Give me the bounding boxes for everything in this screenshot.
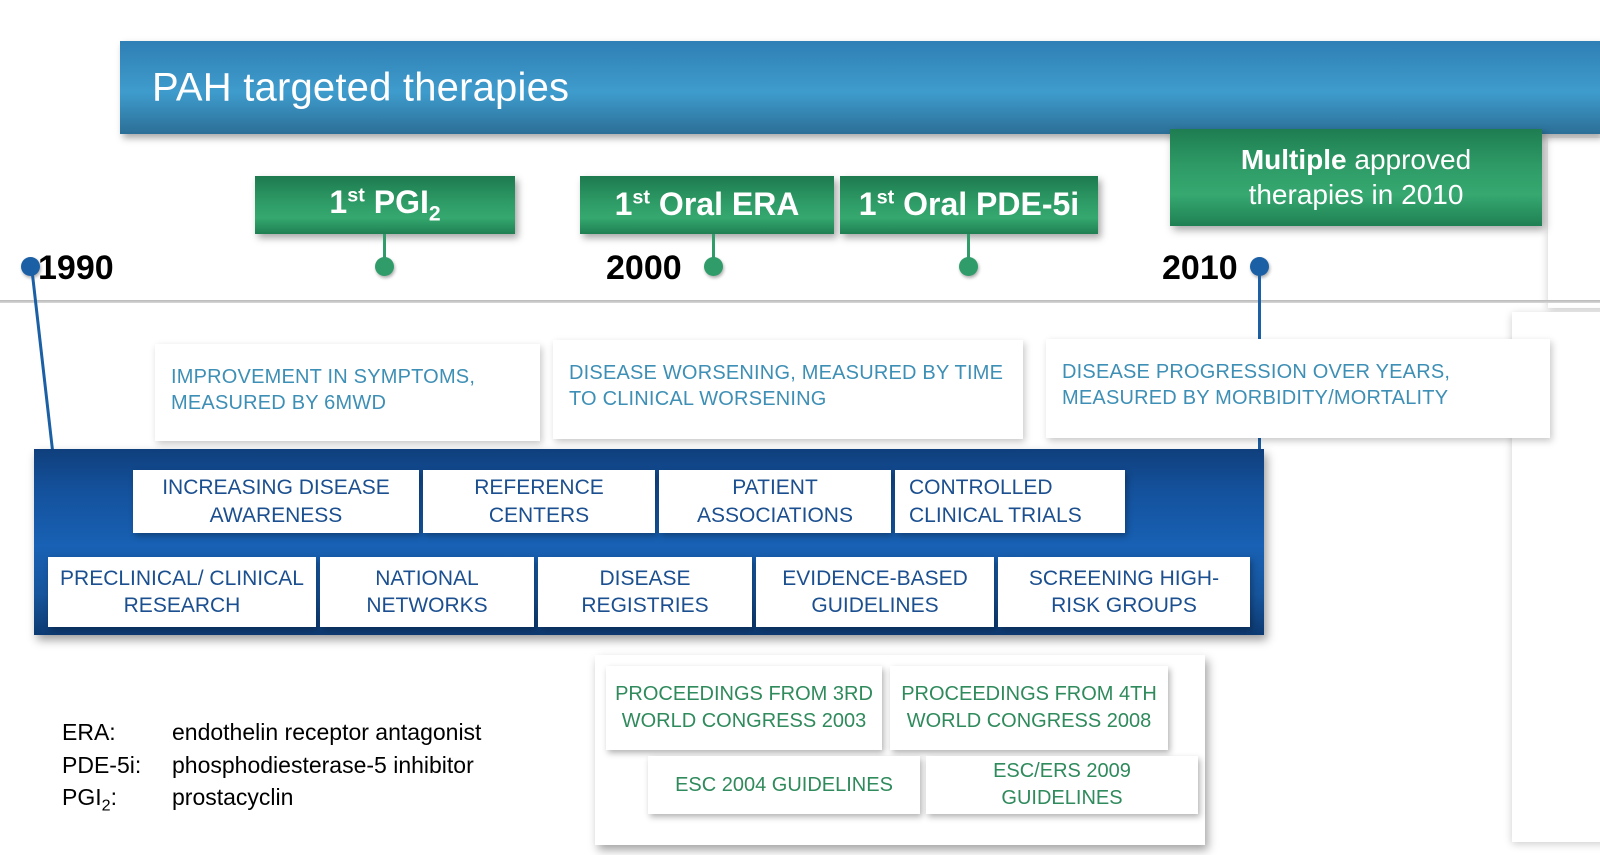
therapy-stem-era [712, 234, 715, 263]
action-box-reference-centers: REFERENCE CENTERS [423, 470, 655, 533]
legend-value-pde5i: phosphodiesterase-5 inhibitor [172, 751, 474, 778]
timeline-divider [0, 300, 1600, 303]
action-label-clinical-trials: CONTROLLED CLINICAL TRIALS [909, 476, 1082, 527]
page-title: PAH targeted therapies [152, 65, 570, 109]
outcome-box-worsening: DISEASE WORSENING, MEASURED BY TIME TO C… [553, 340, 1023, 439]
therapy-label-multiple: Multiple approved therapies in 2010 [1188, 143, 1524, 211]
leader-line-1990 [30, 265, 55, 455]
congress-label-4th: PROCEEDINGS FROM 4TH WORLD CONGRESS 2008 [901, 683, 1157, 732]
legend-key-era: ERA: [62, 719, 116, 745]
legend-key-pde5i: PDE-5i: [62, 751, 142, 778]
action-box-awareness: INCREASING DISEASE AWARENESS [133, 470, 419, 533]
congress-box-3rd: PROCEEDINGS FROM 3RD WORLD CONGRESS 2003 [606, 666, 882, 750]
action-box-national-networks: NATIONAL NETWORKS [320, 557, 534, 627]
therapy-stem-pgi2 [383, 234, 386, 263]
action-box-preclinical-research: PRECLINICAL/ CLINICAL RESEARCH [48, 557, 316, 627]
timeline-dot-pde5i [959, 257, 978, 276]
outcome-text-symptoms: IMPROVEMENT IN SYMPTOMS, MEASURED BY 6MW… [171, 366, 476, 414]
legend-value-era: endothelin receptor antagonist [172, 719, 482, 745]
legend-row-era: ERA: endothelin receptor antagonist [62, 716, 481, 749]
action-label-national-networks: NATIONAL NETWORKS [366, 566, 488, 617]
year-label-1990: 1990 [38, 249, 114, 287]
legend-row-pgi2: PGI2: prostacyclin [62, 781, 481, 817]
outcome-text-progression: DISEASE PROGRESSION OVER YEARS, MEASURED… [1062, 361, 1451, 409]
legend-row-pde5i: PDE-5i: phosphodiesterase-5 inhibitor [62, 749, 481, 782]
action-label-patient-associations: PATIENT ASSOCIATIONS [697, 476, 853, 527]
guidelines-box-esc2004: ESC 2004 GUIDELINES [648, 756, 920, 814]
action-label-disease-registries: DISEASE REGISTRIES [581, 566, 709, 617]
action-box-clinical-trials: CONTROLLED CLINICAL TRIALS [895, 470, 1125, 533]
therapy-stem-pde5i [967, 234, 970, 263]
action-label-awareness: INCREASING DISEASE AWARENESS [162, 476, 390, 527]
action-label-preclinical-research: PRECLINICAL/ CLINICAL RESEARCH [60, 566, 304, 617]
congress-box-4th: PROCEEDINGS FROM 4TH WORLD CONGRESS 2008 [890, 666, 1168, 750]
action-box-patient-associations: PATIENT ASSOCIATIONS [659, 470, 891, 533]
congress-label-3rd: PROCEEDINGS FROM 3RD WORLD CONGRESS 2003 [615, 683, 873, 732]
legend-key-pgi2: PGI2: [62, 784, 117, 815]
abbreviations-legend: ERA: endothelin receptor antagonist PDE-… [62, 716, 481, 818]
therapy-label-pgi2: 1st PGI2 [329, 183, 441, 226]
timeline-dot-era [704, 257, 723, 276]
multiple-bold: Multiple [1240, 144, 1347, 176]
action-label-evidence-guidelines: EVIDENCE-BASED GUIDELINES [782, 566, 968, 617]
therapy-label-pde5i: 1st Oral PDE-5i [858, 186, 1080, 223]
action-box-screening: SCREENING HIGH-RISK GROUPS [998, 557, 1250, 627]
background-panel-upper [1548, 138, 1600, 308]
outcome-text-worsening: DISEASE WORSENING, MEASURED BY TIME TO C… [569, 362, 1004, 410]
timeline-dot-pgi2 [375, 257, 394, 276]
therapy-box-pde5i: 1st Oral PDE-5i [840, 176, 1098, 234]
therapy-box-era: 1st Oral ERA [580, 176, 834, 234]
legend-value-pgi2: prostacyclin [172, 784, 294, 811]
action-label-reference-centers: REFERENCE CENTERS [474, 476, 604, 527]
therapy-label-era: 1st Oral ERA [614, 186, 800, 223]
outcome-box-progression: DISEASE PROGRESSION OVER YEARS, MEASURED… [1046, 339, 1550, 438]
multiple-rest: approved therapies in 2010 [1248, 144, 1472, 210]
therapy-box-multiple: Multiple approved therapies in 2010 [1170, 129, 1542, 226]
year-label-2010: 2010 [1162, 249, 1238, 287]
action-box-evidence-guidelines: EVIDENCE-BASED GUIDELINES [756, 557, 994, 627]
guidelines-box-escers2009: ESC/ERS 2009 GUIDELINES [926, 756, 1198, 814]
guidelines-label-esc2004: ESC 2004 GUIDELINES [675, 773, 893, 796]
guidelines-label-escers2009: ESC/ERS 2009 GUIDELINES [993, 760, 1131, 809]
action-label-screening: SCREENING HIGH-RISK GROUPS [1028, 566, 1220, 617]
year-label-2000: 2000 [606, 249, 682, 287]
therapy-box-pgi2: 1st PGI2 [255, 176, 515, 234]
outcome-box-symptoms: IMPROVEMENT IN SYMPTOMS, MEASURED BY 6MW… [155, 344, 540, 441]
action-box-disease-registries: DISEASE REGISTRIES [538, 557, 752, 627]
title-bar: PAH targeted therapies [120, 41, 1600, 134]
